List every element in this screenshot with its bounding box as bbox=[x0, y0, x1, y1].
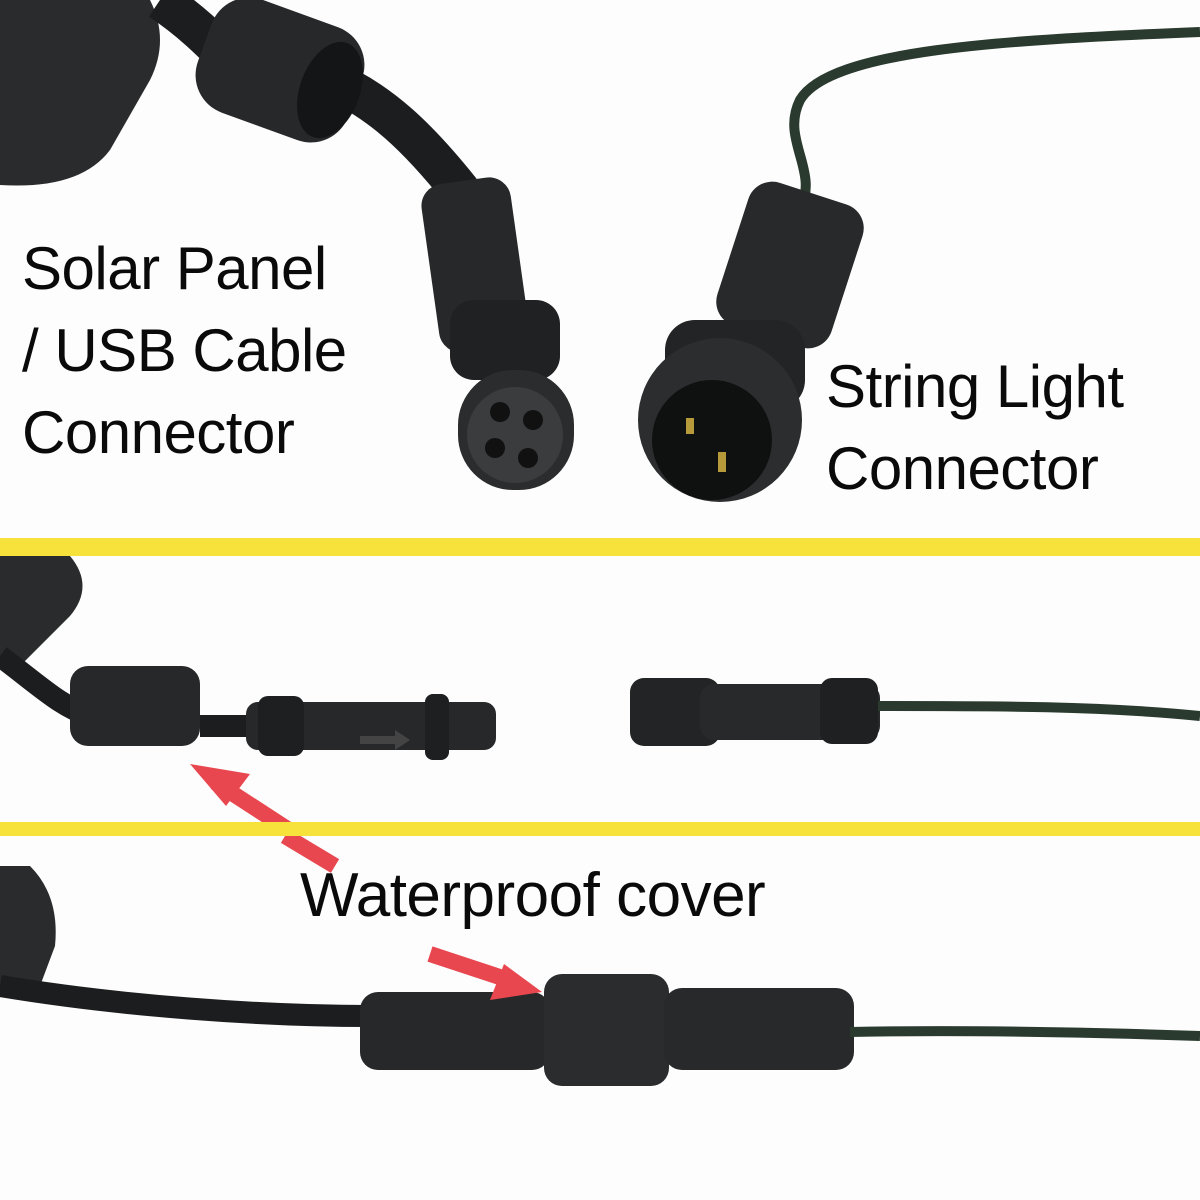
waterproof-cover-joined bbox=[544, 974, 669, 1086]
connectors-joined-photo bbox=[0, 836, 1200, 1086]
connectors-closeup-panel: Solar Panel / USB Cable Connector String… bbox=[0, 0, 1200, 538]
waterproof-cover-label: Waterproof cover bbox=[300, 861, 766, 930]
red-arrow-upper bbox=[190, 764, 292, 822]
joined-plug-right bbox=[664, 988, 854, 1070]
solar-panel-connector-label: Solar Panel / USB Cable Connector bbox=[22, 228, 347, 474]
connectors-joined-panel: Waterproof cover bbox=[0, 836, 1200, 1200]
left-plug-side bbox=[246, 694, 496, 760]
connectors-separated-photo bbox=[0, 556, 1200, 822]
yellow-divider-bottom bbox=[0, 822, 1200, 836]
connectors-separated-panel bbox=[0, 556, 1200, 822]
red-arrow-lower bbox=[427, 946, 542, 1000]
solar-label-line1: Solar Panel bbox=[22, 235, 327, 302]
right-plug-side bbox=[630, 678, 880, 746]
yellow-divider-top bbox=[0, 538, 1200, 556]
string-light-connector-label: String Light Connector bbox=[826, 346, 1124, 510]
male-connector bbox=[638, 181, 864, 502]
solar-label-line3: Connector bbox=[22, 399, 295, 466]
female-connector bbox=[421, 177, 574, 490]
solar-label-line2: / USB Cable bbox=[22, 317, 347, 384]
waterproof-cover-side bbox=[70, 666, 200, 746]
string-label-line1: String Light bbox=[826, 353, 1124, 420]
joined-plug-left bbox=[360, 992, 550, 1070]
string-label-line2: Connector bbox=[826, 435, 1099, 502]
waterproof-cover-top bbox=[195, 0, 365, 143]
connectors-closeup-photo bbox=[0, 0, 1200, 502]
red-arrow-upper-tail bbox=[280, 836, 340, 873]
